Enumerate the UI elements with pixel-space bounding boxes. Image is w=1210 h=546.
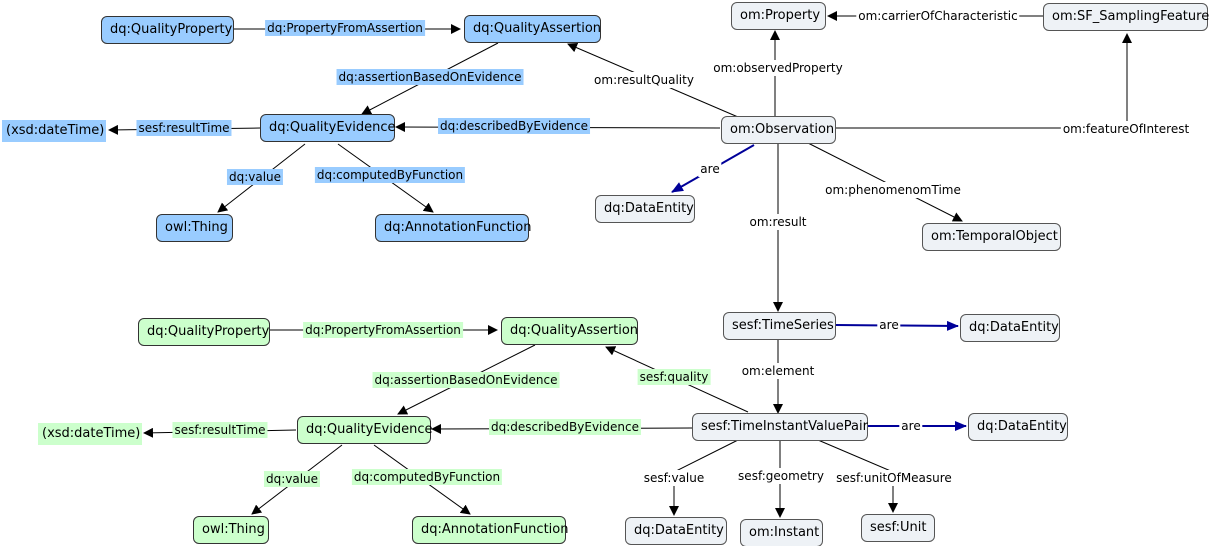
edge-label: om:featureOfInterest [1060,121,1192,137]
node-data-entity-2[interactable]: dq:DataEntity [960,314,1060,342]
node-annotation-function-blue[interactable]: dq:AnnotationFunction [375,214,531,242]
node-data-entity-1[interactable]: dq:DataEntity [595,195,695,223]
edge-line [836,33,1132,129]
edge-label: sesf:geometry [736,468,826,484]
node-om-instant[interactable]: om:Instant [740,519,823,546]
edge-label: dq:computedByFunction [314,167,466,183]
edge-label: dq:value [263,471,321,487]
edge-label: om:resultQuality [592,72,696,88]
node-xsd-datetime-green[interactable]: (xsd:dateTime) [38,423,142,445]
node-sesf-unit[interactable]: sesf:Unit [861,514,935,542]
edge-label: om:observedProperty [711,60,845,76]
node-quality-property-green[interactable]: dq:QualityProperty [138,318,270,346]
edge-label: sesf:resultTime [136,120,232,136]
edge-label: sesf:unitOfMeasure [834,470,954,486]
edge-label: om:phenomenomTime [823,182,963,198]
node-owl-thing-blue[interactable]: owl:Thing [156,214,233,242]
edge-label: dq:PropertyFromAssertion [265,20,425,36]
edge-label: dq:describedByEvidence [489,419,641,435]
edge-label: sesf:value [641,470,707,486]
edge-label: dq:PropertyFromAssertion [303,322,463,338]
node-owl-thing-green[interactable]: owl:Thing [193,516,269,544]
node-time-instant-value-pair[interactable]: sesf:TimeInstantValuePair [692,413,868,441]
edge-label: om:carrierOfCharacteristic [856,8,1020,24]
node-annotation-function-green[interactable]: dq:AnnotationFunction [412,516,568,544]
node-quality-evidence-green[interactable]: dq:QualityEvidence [297,416,433,444]
edge-label: sesf:quality [637,369,711,385]
edge-label: dq:computedByFunction [351,469,503,485]
node-om-observation[interactable]: om:Observation [721,116,836,144]
node-quality-property-blue[interactable]: dq:QualityProperty [101,16,234,44]
node-xsd-datetime-blue[interactable]: (xsd:dateTime) [2,120,106,142]
node-temporal-object[interactable]: om:TemporalObject [922,223,1061,251]
edge-label: are [899,418,923,434]
node-quality-evidence-blue[interactable]: dq:QualityEvidence [260,114,396,142]
node-time-series[interactable]: sesf:TimeSeries [723,312,836,340]
edge-label: dq:assertionBasedOnEvidence [372,372,560,388]
edge-label: are [698,161,722,177]
node-sampling-feature[interactable]: om:SF_SamplingFeature [1043,3,1209,31]
node-data-entity-4[interactable]: dq:DataEntity [625,517,727,545]
edge-label: dq:value [226,169,284,185]
edge-label: om:result [747,214,809,230]
node-data-entity-3[interactable]: dq:DataEntity [968,413,1068,441]
node-quality-assertion-blue[interactable]: dq:QualityAssertion [464,15,601,43]
node-quality-assertion-green[interactable]: dq:QualityAssertion [501,317,638,345]
edge-label: om:element [739,363,817,379]
edge-label: dq:describedByEvidence [438,118,590,134]
edge-label: are [877,317,901,333]
edge-label: dq:assertionBasedOnEvidence [336,69,524,85]
edge-label: sesf:resultTime [172,422,268,438]
node-om-property[interactable]: om:Property [731,2,826,30]
